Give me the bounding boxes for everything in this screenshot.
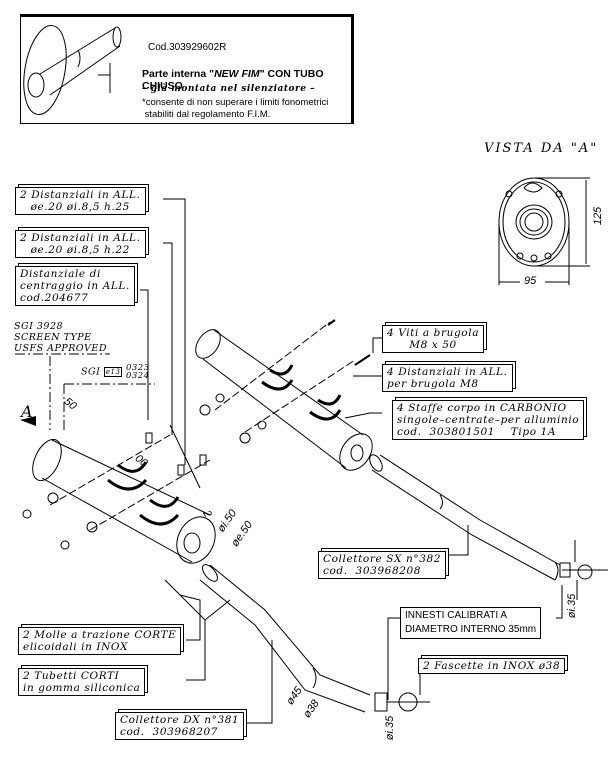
- view-a-width-dim: 95: [524, 275, 537, 287]
- end-cap-view: [498, 177, 590, 285]
- callout-line: øe.20 øi.8,5 h.22: [30, 244, 130, 256]
- dim-inner-35-dx: øi.35: [384, 715, 397, 741]
- info-subtitle: – già montata nel silenziatore –: [142, 84, 316, 94]
- callout-springs: 2 Molle a trazione CORTE elicoidali in I…: [18, 627, 182, 655]
- info-title-prefix: Parte interna ": [142, 68, 215, 80]
- inner-tube-illustration: [23, 25, 122, 115]
- callout-screws: 4 Viti a brugola M8 x 50: [382, 325, 485, 353]
- info-note-line: *consente di non superare i limiti fonom…: [142, 97, 329, 108]
- sgi-label: SGI: [81, 366, 101, 378]
- callout-line: centraggio in ALL.: [20, 280, 130, 292]
- standards-line: SCREEN TYPE: [14, 332, 92, 343]
- callout-line: cod.204677: [20, 292, 89, 304]
- sgi-homologation: SGI e13 0323 0324: [81, 363, 150, 381]
- callout-calibrated-fittings: INNESTI CALIBRATI A DIAMETRO INTERNO 35m…: [400, 607, 542, 639]
- callout-line: cod. 303801501 Tipo 1A: [397, 426, 557, 438]
- callout-line: M8 x 50: [409, 339, 457, 351]
- callout-line: øe.20 øi.8,5 h.25: [30, 201, 130, 213]
- view-arrow-icon: [20, 416, 36, 426]
- standards-line: USFS APPROVED: [14, 343, 107, 354]
- standards-line: SGI 3928: [14, 321, 64, 332]
- callout-line: 2 Fascette in INOX ø38: [423, 660, 561, 672]
- sgi-codes: 0323 0324: [125, 363, 150, 381]
- callout-line: 2 Tubetti CORTI: [23, 670, 120, 682]
- collector-sx: [369, 454, 608, 600]
- callout-line: cod. 303968208: [323, 565, 422, 577]
- collector-dx: [164, 564, 430, 713]
- callout-spacers-m8: 4 Distanziali in ALL. per brugola M8: [382, 364, 513, 392]
- callout-collector-sx: Collettore SX n°382 cod. 303968208: [318, 551, 447, 579]
- callout-clamps: 2 Fascette in INOX ø38: [418, 658, 566, 674]
- info-title: Parte interna "NEW FIM" CON TUBO CHIUSO: [142, 68, 351, 92]
- callout-silicone-tubes: 2 Tubetti CORTI in gomma siliconica: [18, 668, 146, 696]
- callout-line: 2 Distanziali in ALL.: [20, 189, 141, 201]
- muffler-sx: [195, 319, 373, 471]
- view-a-height-dim: 125: [592, 206, 605, 226]
- callout-line: 2 Molle a trazione CORTE: [23, 629, 177, 641]
- info-note: *consente di non superare i limiti fonom…: [142, 97, 328, 121]
- muffler-dx: [22, 424, 216, 564]
- callout-collector-dx: Collettore DX n°381 cod. 303968207: [115, 712, 245, 740]
- callout-line: in gomma siliconica: [23, 682, 141, 694]
- dim-inner-35-sx: øi.35: [566, 593, 579, 619]
- callout-line: 4 Viti a brugola: [387, 327, 480, 339]
- sgi-code: 0323: [125, 363, 150, 373]
- callout-line: Distanziale di: [20, 268, 101, 280]
- callout-carbon-brackets: 4 Staffe corpo in CARBONIO singole–centr…: [392, 400, 585, 440]
- callout-line: elicoidali in INOX: [23, 641, 129, 653]
- e-mark-badge: e13: [103, 367, 123, 377]
- callout-line: 4 Staffe corpo in CARBONIO: [397, 402, 567, 414]
- callout-line: INNESTI CALIBRATI A: [405, 610, 508, 621]
- callout-spacer-h22: 2 Distanziali in ALL. øe.20 øi.8,5 h.22: [15, 230, 146, 258]
- info-title-suffix: " CON TUBO CHIUSO: [142, 68, 324, 92]
- callout-spacer-h25: 2 Distanziali in ALL. øe.20 øi.8,5 h.25: [15, 187, 146, 215]
- info-note-line: stabiliti dal regolamento F.I.M.: [142, 109, 271, 120]
- view-a-title: VISTA DA "A": [484, 141, 599, 156]
- callout-line: per brugola M8: [387, 378, 479, 390]
- info-title-emphasis: NEW FIM: [214, 68, 260, 80]
- callout-centering-spacer: Distanziale di centraggio in ALL. cod.20…: [15, 266, 135, 306]
- callout-line: DIAMETRO INTERNO 35mm: [405, 624, 537, 635]
- callout-line: Collettore SX n°382: [323, 553, 442, 565]
- standards-block: SGI 3928 SCREEN TYPE USFS APPROVED: [14, 321, 107, 354]
- part-code: Cod.303929602R: [148, 42, 227, 53]
- view-marker-a: A: [21, 402, 33, 421]
- sgi-code: 0324: [125, 371, 150, 381]
- callout-line: singole–centrate–per alluminio: [397, 414, 580, 426]
- inner-part-info-box: Cod.303929602R Parte interna "NEW FIM" C…: [20, 14, 354, 124]
- callout-line: 2 Distanziali in ALL.: [20, 232, 141, 244]
- callout-line: cod. 303968207: [120, 726, 219, 738]
- callout-line: Collettore DX n°381: [120, 714, 240, 726]
- callout-line: 4 Distanziali in ALL.: [387, 366, 508, 378]
